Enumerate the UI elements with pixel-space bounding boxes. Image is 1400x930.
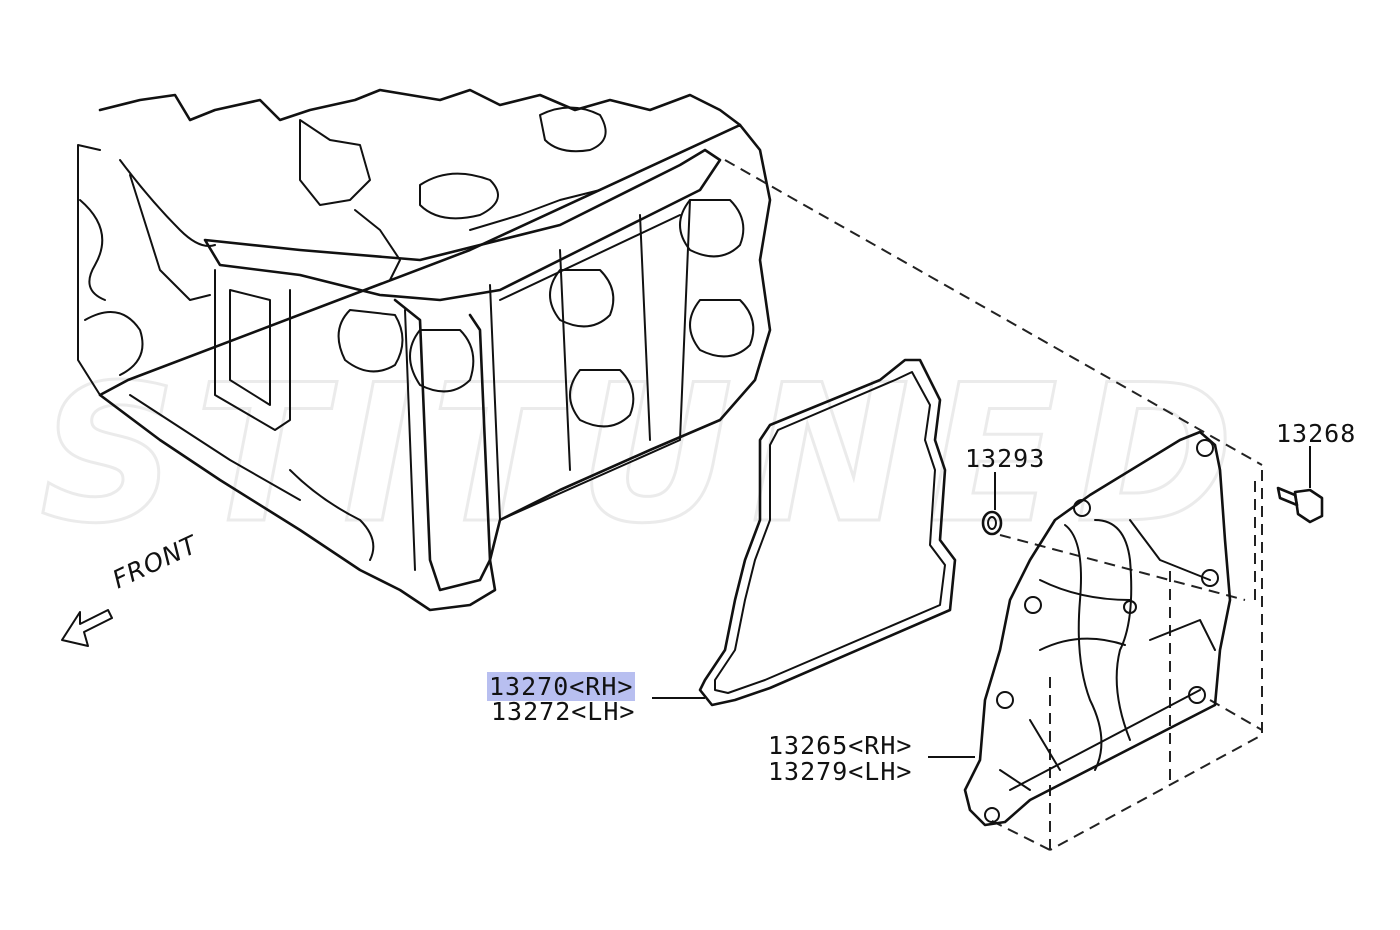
- callout-13272[interactable]: 13272<LH>: [491, 697, 636, 726]
- rocker-cover-13265: [963, 430, 1232, 827]
- front-arrow-icon: [61, 609, 113, 647]
- callout-13270-highlight: 13270<RH>: [487, 672, 636, 701]
- callout-13279[interactable]: 13279<LH>: [768, 757, 913, 786]
- callout-13293[interactable]: 13293: [965, 444, 1046, 473]
- gasket-13270: [698, 358, 957, 707]
- engine-block: [77, 88, 772, 612]
- callout-13265[interactable]: 13265<RH>: [768, 731, 913, 760]
- seal-washer-13293: [981, 472, 1003, 536]
- alignment-lines: [724, 159, 1263, 851]
- bolt-13268: [1276, 446, 1324, 524]
- callout-13268[interactable]: 13268: [1276, 419, 1357, 448]
- callout-13270[interactable]: 13270<RH>: [487, 672, 636, 701]
